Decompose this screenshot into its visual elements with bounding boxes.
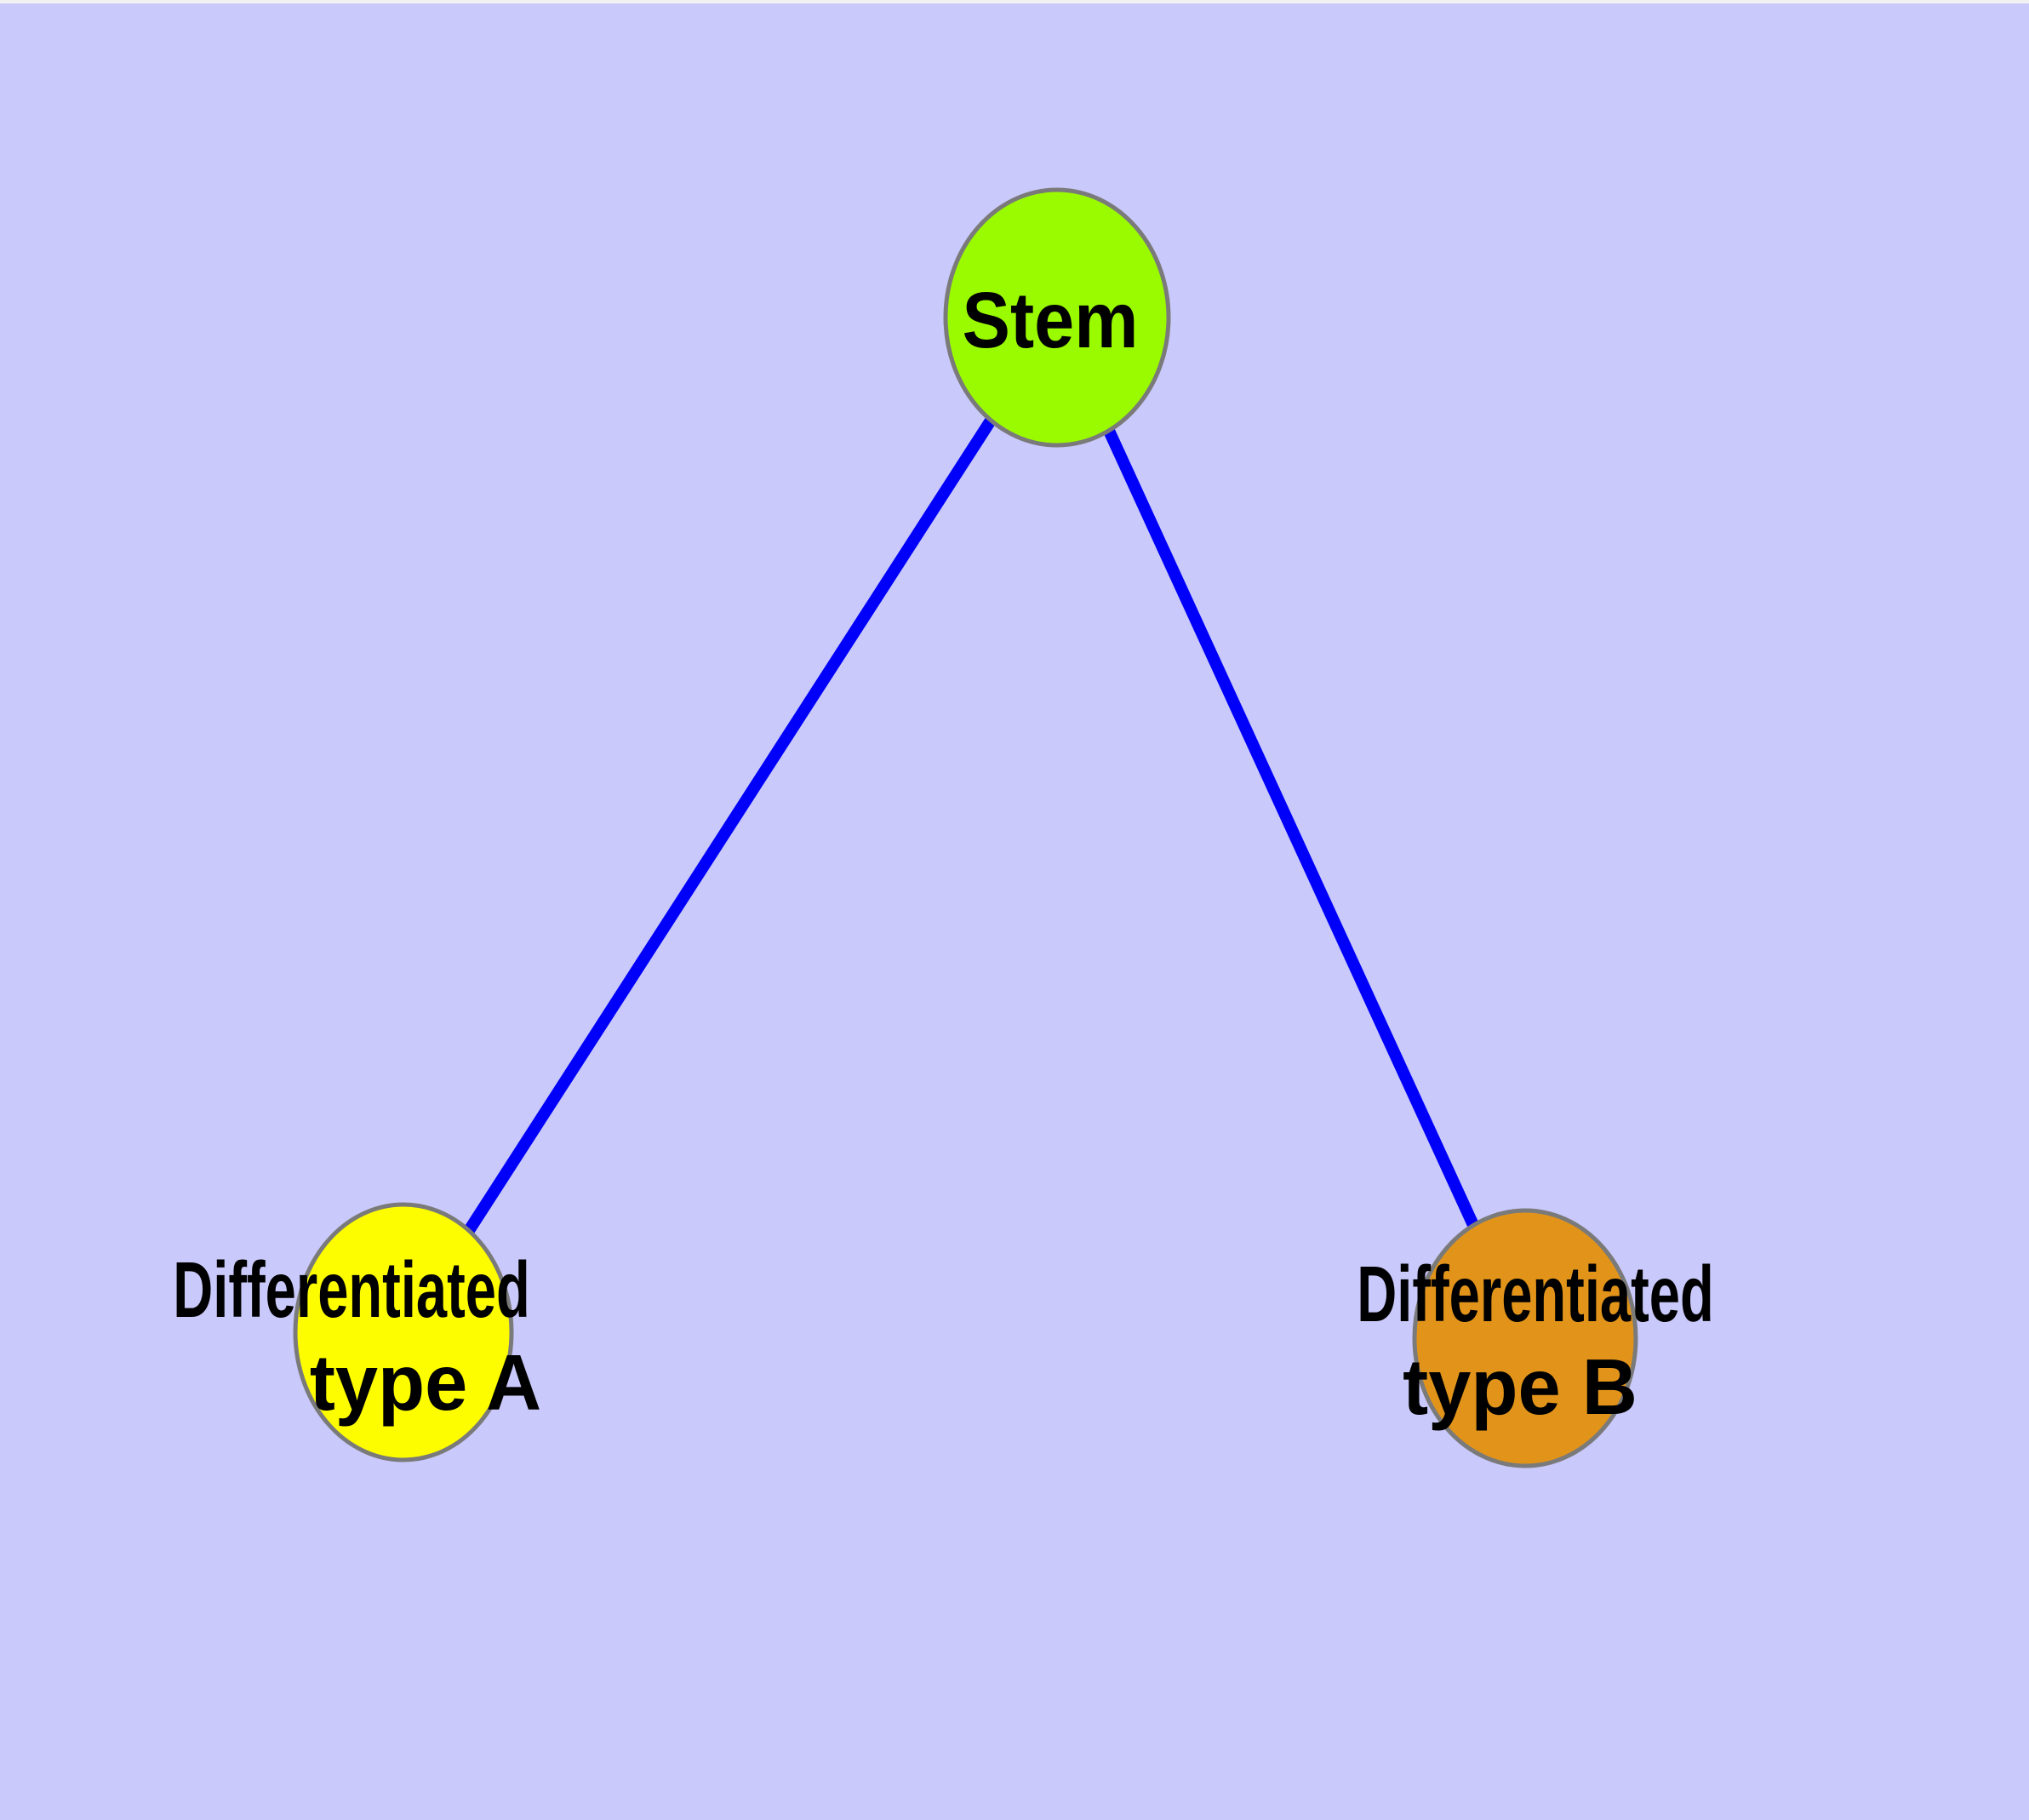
node-type-a-label-line1: Differentiated [173,1246,530,1335]
node-type-b-label-line2: type B [1403,1343,1637,1432]
node-type-b-label-line1: Differentiated [1357,1251,1714,1339]
node-type-b-shape [1412,1208,1638,1468]
edge-stem-to-type-a [398,314,1062,1336]
node-type-b: Differentiated type B [1357,1208,1714,1468]
node-type-a-shape [293,1202,514,1462]
node-stem-shape [943,187,1171,448]
edge-stem-to-type-b [1051,315,1531,1341]
node-stem-label: Stem [963,276,1139,364]
node-type-a-label-line2: type A [310,1339,541,1428]
node-type-a: Differentiated type A [173,1202,541,1462]
top-margin-strip [0,0,2029,3]
node-stem: Stem [943,187,1171,448]
edge-layer [398,314,1531,1341]
